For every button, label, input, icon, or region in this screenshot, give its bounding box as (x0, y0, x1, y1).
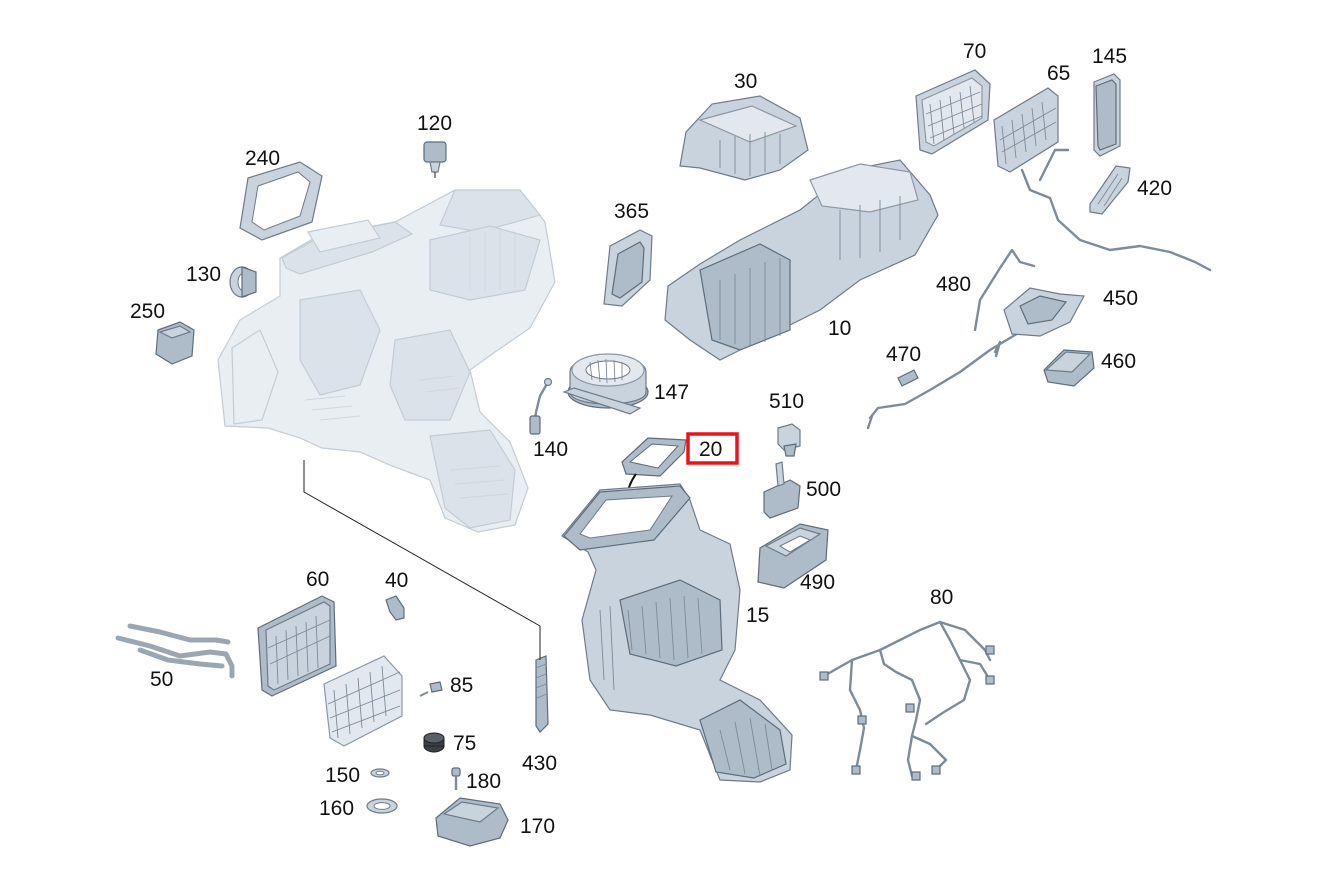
label-150[interactable]: 145 (1092, 45, 1127, 68)
part-140-probe (529, 377, 553, 435)
label-420[interactable]: 420 (1137, 177, 1172, 200)
label-65[interactable]: 65 (1047, 62, 1070, 85)
part-15-lower-housing (561, 483, 793, 783)
ghost-housing-assembly (217, 189, 556, 533)
part-500-module (763, 461, 801, 519)
part-75-grommet (423, 732, 445, 753)
part-160-blower (562, 353, 649, 415)
part-60-heater-core (257, 595, 337, 697)
part-70-filter (915, 69, 991, 155)
part-480-harness (866, 248, 1042, 430)
label-510[interactable]: 510 (769, 390, 804, 413)
label-470[interactable]: 470 (886, 343, 921, 366)
part-170-actuator (435, 797, 509, 847)
part-150-insert (1093, 73, 1121, 157)
label-500[interactable]: 500 (806, 478, 841, 501)
label-30[interactable]: 30 (734, 70, 757, 93)
label-40[interactable]: 40 (385, 569, 408, 592)
label-365[interactable]: 365 (614, 200, 649, 223)
part-145-ring (370, 768, 390, 778)
part-20-gasket (621, 437, 687, 499)
part-grille-panel (323, 655, 403, 747)
label-460[interactable]: 460 (1101, 350, 1136, 373)
label-80[interactable]: 80 (930, 586, 953, 609)
part-40-fitting (385, 595, 405, 621)
part-65-evaporator (993, 87, 1212, 272)
label-10[interactable]: 10 (828, 317, 851, 340)
label-490[interactable]: 490 (800, 571, 835, 594)
part-85-screw (419, 681, 443, 697)
label-15[interactable]: 15 (746, 604, 769, 627)
part-250-actuator (155, 321, 195, 365)
part-365-cover (603, 229, 653, 307)
part-80-harness (819, 620, 995, 781)
part-labels: 240 120 130 250 30 365 10 70 65 145 420 … (130, 40, 1172, 838)
part-470-clip (897, 369, 919, 387)
label-180[interactable]: 180 (466, 770, 501, 793)
part-430-drain (535, 655, 549, 733)
label-450[interactable]: 450 (1103, 287, 1138, 310)
label-20[interactable]: 20 (699, 438, 722, 461)
label-130[interactable]: 130 (186, 263, 221, 286)
label-75[interactable]: 75 (453, 732, 476, 755)
label-160[interactable]: 147 (654, 381, 689, 404)
part-510-sensor (777, 423, 801, 457)
label-140[interactable]: 140 (533, 438, 568, 461)
label-60[interactable]: 60 (306, 568, 329, 591)
label-147[interactable]: 160 (319, 797, 354, 820)
label-145[interactable]: 150 (325, 764, 360, 787)
label-250[interactable]: 250 (130, 300, 165, 323)
part-450-module (1003, 287, 1085, 337)
part-147-ring (366, 798, 398, 814)
part-130-ring (229, 266, 257, 298)
part-460-control (1043, 349, 1095, 387)
part-490-housing (757, 523, 829, 589)
part-10-main-housing (664, 159, 939, 361)
label-430[interactable]: 430 (522, 752, 557, 775)
label-240[interactable]: 240 (245, 147, 280, 170)
label-170[interactable]: 170 (520, 815, 555, 838)
leader-line-430 (303, 460, 541, 660)
part-50-pipes (115, 623, 235, 679)
label-70[interactable]: 70 (963, 40, 986, 63)
highlight-box-20 (686, 432, 739, 465)
part-30-upper-housing (679, 95, 809, 181)
part-120-sensor (423, 141, 447, 178)
label-50[interactable]: 50 (150, 668, 173, 691)
label-120[interactable]: 120 (417, 112, 452, 135)
label-480[interactable]: 480 (936, 273, 971, 296)
part-420-bracket (1089, 165, 1131, 215)
part-240-gasket (239, 161, 323, 241)
label-85[interactable]: 85 (450, 674, 473, 697)
part-180-screw (451, 767, 461, 790)
